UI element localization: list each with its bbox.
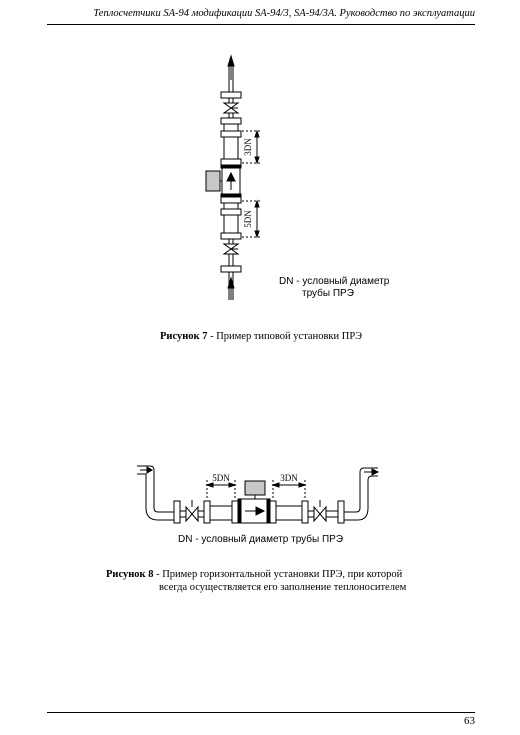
figure-8-caption-line1: Рисунок 8 - Пример горизонтальной устано… (106, 569, 402, 580)
running-header: Теплосчетчики SA-94 модификации SA-94/3,… (93, 8, 475, 19)
page-number: 63 (464, 715, 475, 727)
figure-7-caption-text: - Пример типовой установки ПРЭ (207, 331, 363, 342)
dim-label-5dn: 5DN (243, 210, 253, 228)
figure-8-caption-line2: всегда осуществляется его заполнение теп… (159, 582, 407, 593)
figure-7-caption: Рисунок 7 - Пример типовой установки ПРЭ (160, 331, 362, 342)
fig7-note-line2: трубы ПРЭ (302, 288, 354, 299)
fig8-note: DN - условный диаметр трубы ПРЭ (178, 534, 343, 545)
dim-label-3dn: 3DN (243, 138, 253, 156)
fig7-note-line1: DN - условный диаметр (279, 276, 390, 287)
figure-8-label: Рисунок 8 (106, 569, 154, 580)
header-rule (47, 24, 475, 25)
footer-rule (47, 712, 475, 713)
dim-label-3dn-horizontal: 3DN (280, 473, 298, 483)
figure-8-caption-text-1: - Пример горизонтальной установки ПРЭ, п… (153, 569, 403, 580)
dim-label-5dn-horizontal: 5DN (212, 473, 230, 483)
figure-7-label: Рисунок 7 (160, 331, 208, 342)
